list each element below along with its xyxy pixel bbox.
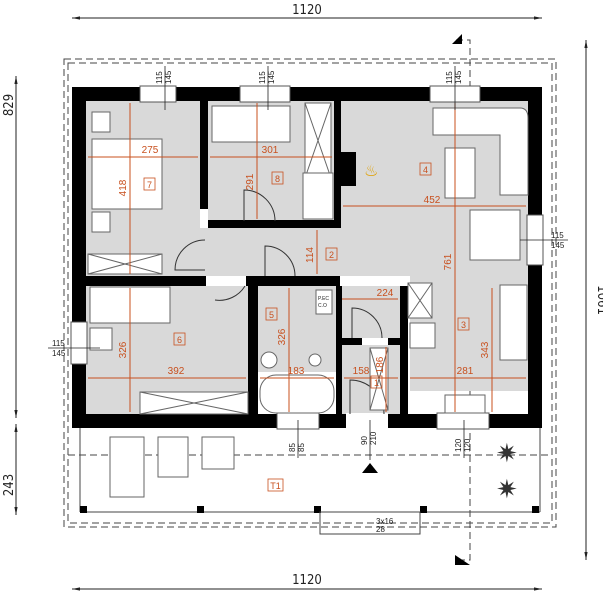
fireplace-icon: ♨	[364, 163, 378, 180]
sofa-bed-icon	[211, 105, 291, 143]
room7-length: 418	[118, 179, 129, 196]
window-room7-width: 115	[155, 71, 164, 84]
plant-icons: ✷ ✷	[496, 438, 518, 504]
doors	[174, 189, 385, 415]
window-dimensions	[48, 66, 568, 460]
boiler-icon	[315, 289, 333, 315]
window-room8-height: 145	[267, 70, 276, 84]
window-room4-width: 115	[445, 71, 454, 84]
room-ids: 7 8 2 4 6 5 1 3 T1	[147, 165, 466, 491]
dimension-top: 1120	[72, 3, 542, 20]
toilet-icon	[308, 353, 322, 367]
windows	[70, 85, 544, 430]
room6-length: 326	[118, 341, 129, 358]
room-id-8: 8	[275, 174, 280, 184]
dimension-right: 1061	[584, 40, 603, 560]
dimension-porch-depth: 243	[2, 474, 17, 496]
window-right-height: 145	[551, 241, 565, 250]
window-left-width: 115	[52, 339, 65, 348]
stairs-rise: 3x16	[376, 517, 394, 526]
entry-stairs	[319, 511, 421, 535]
corner-sofa-icon	[432, 107, 529, 196]
room1-width: 158	[353, 366, 370, 377]
coffee-table-icon	[444, 147, 476, 199]
window-room8-width: 115	[258, 71, 267, 84]
furniture	[87, 102, 529, 498]
porch-table-icon	[157, 436, 189, 478]
room1-length: 186	[375, 356, 386, 373]
window-left-height: 145	[52, 349, 66, 358]
door-height: 210	[369, 431, 378, 445]
window-room7-height: 145	[164, 70, 173, 84]
window-kitchen-width: 120	[454, 438, 463, 452]
room3-width: 281	[457, 366, 474, 377]
floor-room-2	[200, 228, 340, 276]
dimension-left: 829 243	[2, 76, 18, 515]
entrance-arrow-icon	[362, 463, 378, 473]
window-room4-height: 145	[454, 70, 463, 84]
porch-sofa-icon	[109, 436, 145, 498]
room-id-T1: T1	[270, 481, 281, 491]
bed-icon	[91, 138, 163, 210]
boiler-label-1: P.EC	[318, 296, 329, 302]
window-right-width: 115	[551, 231, 564, 240]
dimension-bottom: 1120	[72, 573, 542, 591]
desk-icon	[302, 172, 334, 220]
window-bath-width: 85	[288, 443, 297, 452]
porch-chair-icon	[201, 436, 235, 470]
dimension-top-label: 1120	[292, 3, 322, 18]
bathtub-icon	[259, 374, 335, 414]
dimension-house-depth: 829	[2, 94, 17, 116]
room-id-4: 4	[423, 165, 428, 175]
sink-icon	[260, 351, 278, 369]
kitchen-counter-icon	[499, 284, 528, 361]
svg-text:✷: ✷	[496, 438, 518, 468]
room8-length: 291	[245, 173, 256, 190]
door-width: 90	[360, 436, 369, 445]
porch: 3x16 28	[79, 428, 541, 535]
room7-width: 275	[142, 145, 159, 156]
room8-width: 301	[262, 145, 279, 156]
stairs-run: 28	[376, 525, 385, 534]
stove-icon	[409, 322, 436, 349]
dimension-total-depth: 1061	[594, 285, 603, 315]
svg-text:✷: ✷	[496, 474, 518, 504]
room-id-2: 2	[329, 250, 334, 260]
kitchen-sink-icon	[444, 394, 486, 414]
room-id-7: 7	[147, 180, 152, 190]
window-bath-height: 85	[297, 443, 306, 452]
section-marker-bottom	[455, 555, 470, 565]
room-id-1: 1	[374, 378, 379, 388]
room4-length: 761	[443, 253, 454, 270]
dimension-bottom-label: 1120	[292, 573, 322, 588]
room6-width: 392	[168, 366, 185, 377]
section-marker-top	[452, 34, 462, 44]
room-dimensions: 275 418 301 291 114 452 761 392 326 183 …	[118, 145, 491, 377]
room2-length: 114	[305, 247, 316, 263]
room-id-5: 5	[269, 310, 274, 320]
dining-table-icon	[469, 209, 521, 261]
room4-width: 452	[424, 195, 441, 206]
room-id-6: 6	[177, 335, 182, 345]
room-labels	[143, 162, 470, 492]
room-dimension-lines	[88, 103, 526, 412]
boiler-label-2: C.O	[318, 303, 327, 309]
window-kitchen-height: 120	[463, 438, 472, 452]
room5-length: 326	[277, 328, 288, 345]
room3-length: 343	[480, 341, 491, 358]
room5-width: 183	[288, 366, 305, 377]
room-id-3: 3	[461, 320, 466, 330]
utility-width: 224	[377, 288, 394, 299]
